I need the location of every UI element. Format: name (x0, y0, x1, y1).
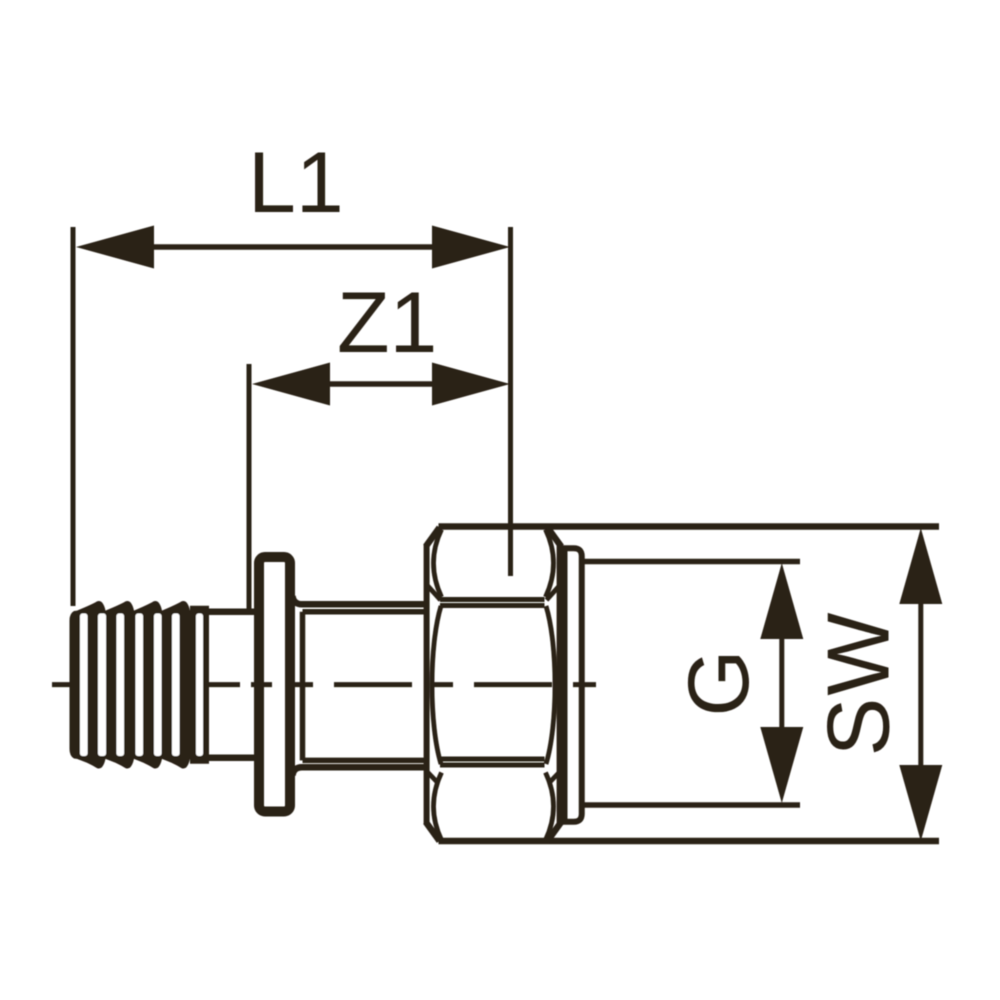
svg-text:G: G (671, 650, 767, 717)
svg-text:SW: SW (809, 611, 908, 757)
svg-text:Z1: Z1 (337, 275, 437, 371)
svg-text:L1: L1 (248, 135, 344, 231)
